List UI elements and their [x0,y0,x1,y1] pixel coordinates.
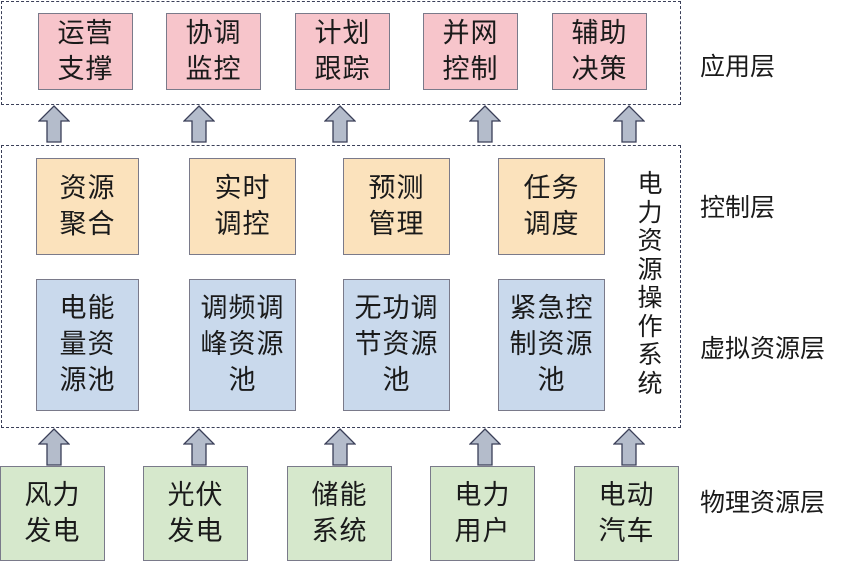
up-arrow-icon [324,105,356,143]
up-arrow-icon [38,428,70,466]
virtual-box-energy-pool: 电能 量资 源池 [36,279,139,411]
physical-resource-layer-label: 物理资源层 [700,488,826,517]
control-layer-label: 控制层 [700,193,776,222]
physical-box-energy-storage: 储能 系统 [287,466,392,561]
physical-box-electric-vehicles: 电动 汽车 [574,466,679,561]
up-arrow-icon [613,428,645,466]
up-arrow-icon [38,105,70,143]
application-layer-label: 应用层 [700,52,776,81]
virtual-box-reactive-power-pool: 无功调 节资源 池 [343,279,450,411]
virtual-resource-layer-label: 虚拟资源层 [700,334,826,363]
app-box-coordination-monitoring: 协调 监控 [166,13,261,90]
control-box-forecast-management: 预测 管理 [343,158,450,255]
virtual-box-frequency-peak-pool: 调频调 峰资源 池 [189,279,296,411]
control-box-resource-aggregation: 资源 聚合 [36,158,139,255]
up-arrow-icon [183,105,215,143]
up-arrow-icon [469,105,501,143]
physical-box-power-users: 电力 用户 [430,466,535,561]
up-arrow-icon [469,428,501,466]
app-box-grid-connection-control: 并网 控制 [423,13,518,90]
operating-system-frame [1,145,681,428]
up-arrow-icon [613,105,645,143]
control-box-realtime-regulation: 实时 调控 [189,158,296,255]
app-box-operation-support: 运营 支撑 [38,13,133,90]
virtual-box-emergency-control-pool: 紧急控 制资源 池 [498,279,605,411]
control-box-task-scheduling: 任务 调度 [498,158,605,255]
up-arrow-icon [324,428,356,466]
app-box-plan-tracking: 计划 跟踪 [295,13,390,90]
physical-box-wind-power: 风力 发电 [0,466,105,561]
up-arrow-icon [183,428,215,466]
app-box-decision-support: 辅助 决策 [552,13,647,90]
physical-box-solar-power: 光伏 发电 [143,466,248,561]
operating-system-label: 电力资源操作系统 [637,169,663,398]
application-layer-frame [1,1,681,105]
